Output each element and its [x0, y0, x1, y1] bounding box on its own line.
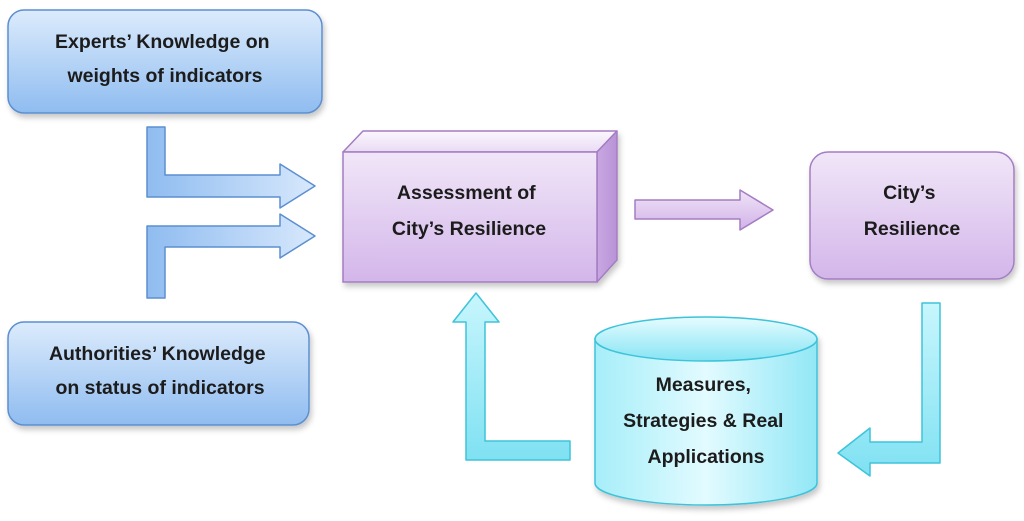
measures-line2: Strategies & Real: [623, 410, 783, 432]
measures-database: [594, 316, 818, 506]
experts-knowledge-label: Experts’ Knowledge on weights of indicat…: [55, 31, 275, 87]
resilience-to-measures-arrow: [837, 302, 941, 477]
city-resilience-label: City’s Resilience: [864, 182, 961, 240]
authorities-knowledge-line1: Authorities’ Knowledge: [49, 343, 266, 365]
authorities-knowledge-line2: on status of indicators: [55, 377, 264, 399]
assessment-line1: Assessment of: [397, 182, 536, 204]
measures-to-assessment-arrow: [452, 292, 571, 461]
assessment-block: [342, 130, 618, 283]
assessment-label: Assessment of City’s Resilience: [392, 182, 546, 240]
city-resilience-box: [809, 151, 1015, 280]
experts-knowledge-box: [7, 9, 323, 114]
authorities-knowledge-label: Authorities’ Knowledge on status of indi…: [49, 343, 271, 399]
experts-knowledge-line1: Experts’ Knowledge on: [55, 31, 270, 53]
city-resilience-line2: Resilience: [864, 218, 961, 240]
measures-line1: Measures,: [656, 374, 751, 396]
city-resilience-line1: City’s: [883, 182, 936, 204]
measures-line3: Applications: [647, 446, 764, 468]
experts-knowledge-line2: weights of indicators: [66, 65, 262, 87]
assessment-line2: City’s Resilience: [392, 218, 546, 240]
experts-to-assessment-arrow: [146, 126, 316, 209]
measures-label: Measures, Strategies & Real Applications: [623, 374, 789, 468]
authorities-to-assessment-arrow: [146, 213, 316, 299]
assessment-to-resilience-arrow: [634, 189, 774, 231]
authorities-knowledge-box: [7, 321, 310, 426]
